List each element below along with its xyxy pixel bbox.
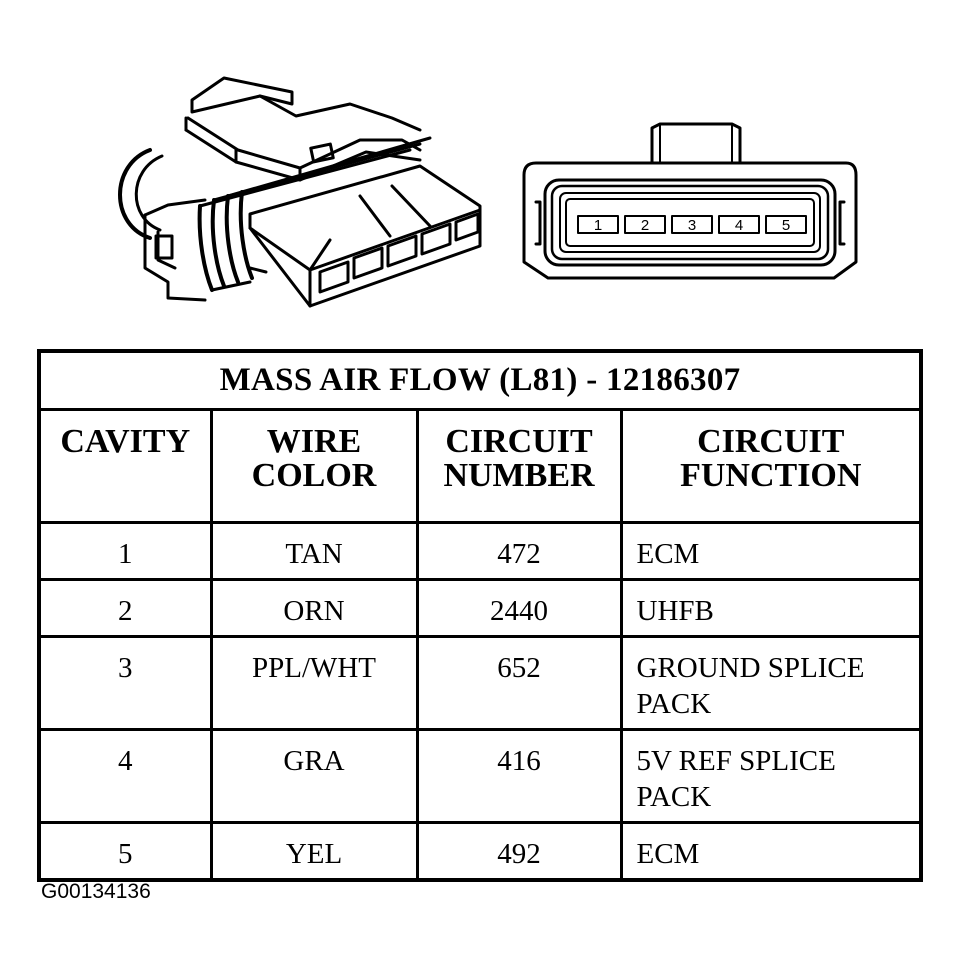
circuit-number-cell: 492 [415,821,623,882]
pin-label-3: 3 [688,217,696,234]
pin-label-1: 1 [594,217,602,234]
circuit-function-cell: ECM [619,521,923,581]
pin-label-2: 2 [641,217,649,234]
cavity-cell: 1 [37,521,213,581]
circuit-function-cell: ECM [619,821,923,882]
circuit-function-cell: UHFB [619,578,923,638]
wire-color-cell: TAN [209,521,419,581]
connector-illustration: 1 2 3 4 5 [118,76,858,308]
circuit-number-cell: 652 [415,635,623,731]
pin-label-4: 4 [735,217,743,234]
connector-face-view [522,122,858,280]
circuit-function-cell: 5V REF SPLICE PACK [619,728,923,824]
pin-label-5: 5 [782,217,790,234]
wire-color-cell: GRA [209,728,419,824]
table-row: 4 GRA 416 5V REF SPLICE PACK [37,728,923,824]
wire-color-cell: ORN [209,578,419,638]
wire-color-cell: PPL/WHT [209,635,419,731]
cavity-cell: 4 [37,728,213,824]
cavity-windows [318,212,480,294]
circuit-number-cell: 472 [415,521,623,581]
pinout-table: MASS AIR FLOW (L81) - 12186307 CAVITY WI… [37,349,924,882]
header-wire-color: WIRE COLOR [209,408,419,524]
table-row: 2 ORN 2440 UHFB [37,578,923,638]
header-circuit-function: CIRCUIT FUNCTION [619,408,923,524]
connector-side-view [118,76,482,308]
header-circuit-number: CIRCUIT NUMBER [415,408,623,524]
cavity-cell: 3 [37,635,213,731]
figure-id: G00134136 [41,880,151,903]
wire-color-cell: YEL [209,821,419,882]
cavity-cell: 5 [37,821,213,882]
cavity-cell: 2 [37,578,213,638]
circuit-number-cell: 416 [415,728,623,824]
circuit-function-cell: GROUND SPLICE PACK [619,635,923,731]
table-row: 5 YEL 492 ECM [37,821,923,882]
circuit-number-cell: 2440 [415,578,623,638]
table-row: 1 TAN 472 ECM [37,521,923,581]
table-title: MASS AIR FLOW (L81) - 12186307 [37,349,923,411]
table-row: 3 PPL/WHT 652 GROUND SPLICE PACK [37,635,923,731]
header-cavity: CAVITY [37,408,213,524]
pin-label-boxes [577,215,807,234]
